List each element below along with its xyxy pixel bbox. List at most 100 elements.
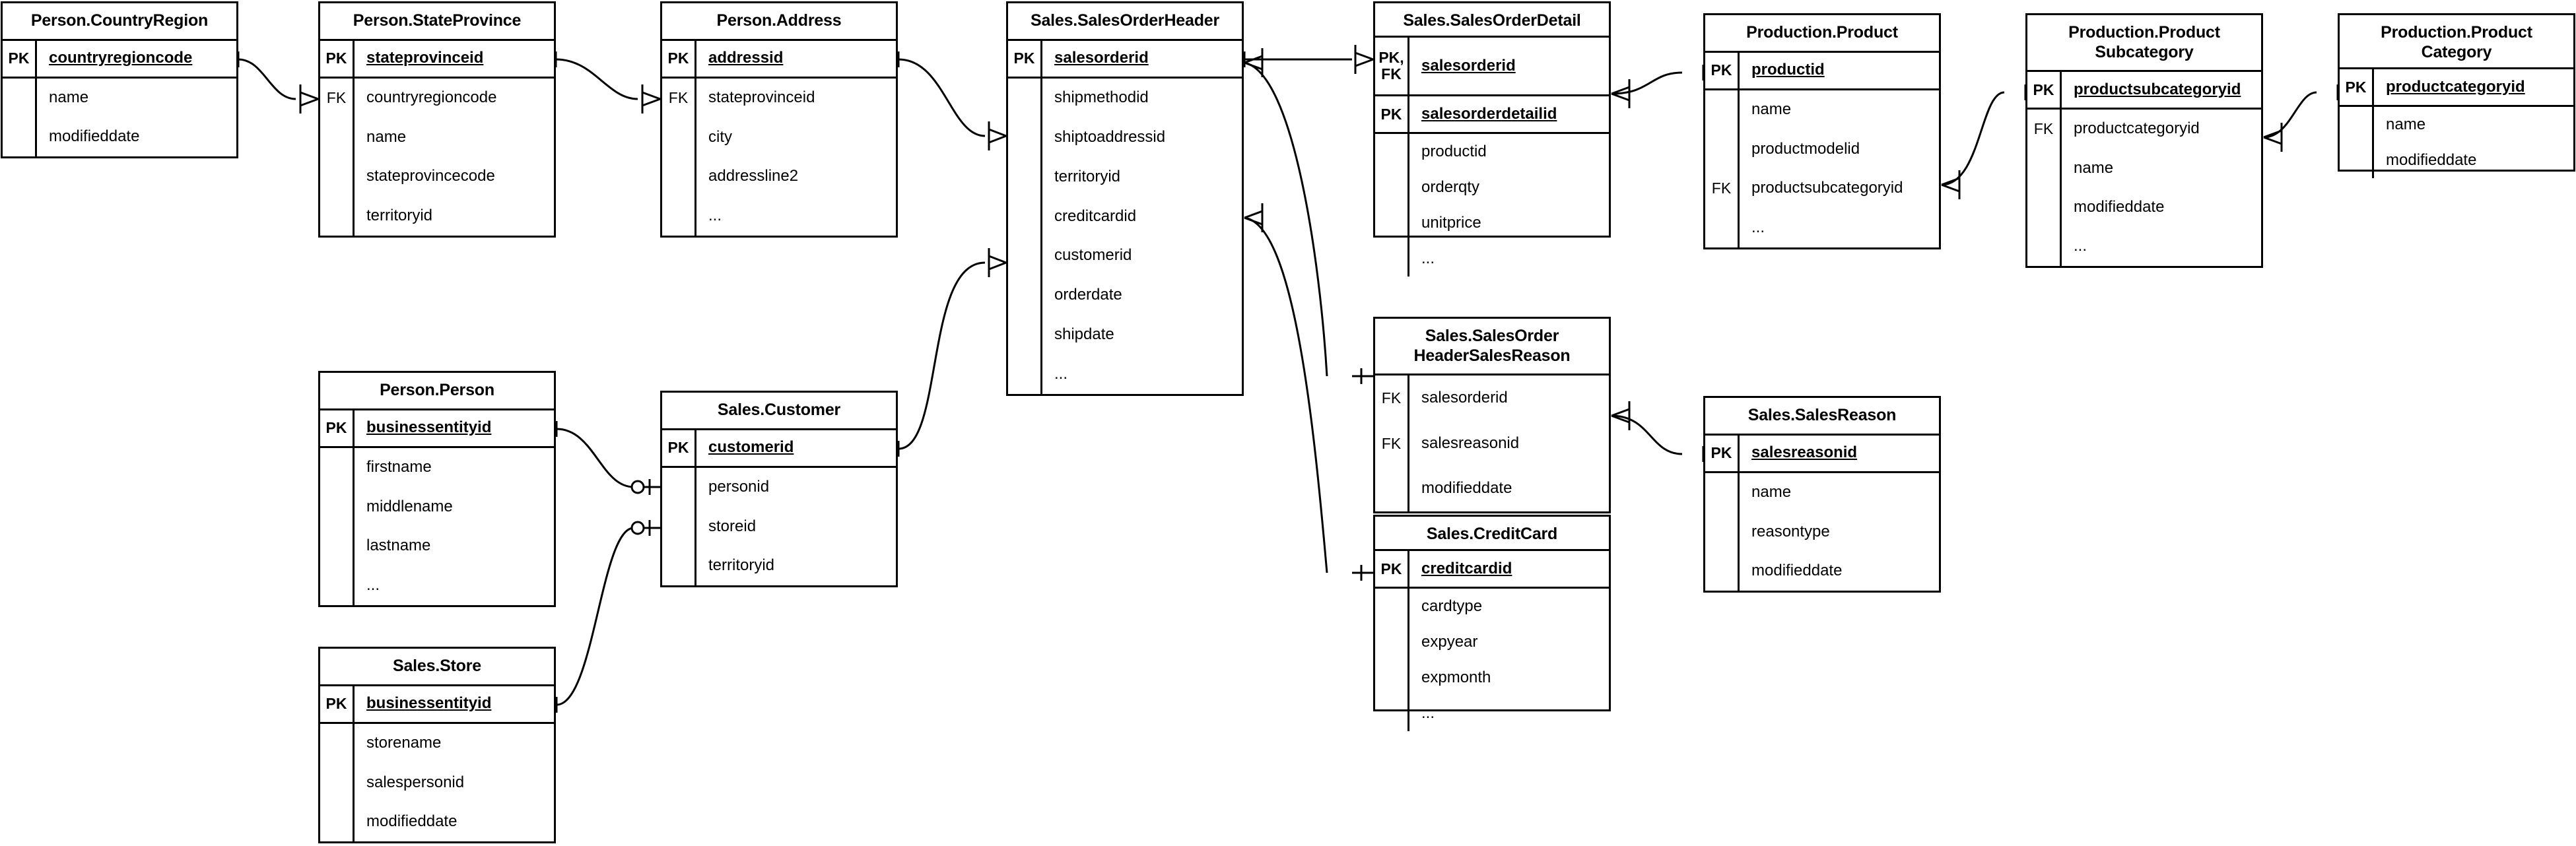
rel-product-productsubcategoryid	[1941, 84, 2027, 199]
key-field-row: PK productcategoryid	[2340, 69, 2573, 105]
attribute-name: name	[1751, 483, 1792, 502]
attribute-name: addressline2	[708, 167, 799, 185]
attribute-row: modifieddate	[1705, 551, 1939, 591]
key-group-state-province: PK stateprovinceid	[320, 40, 554, 79]
attribute-name: name	[2074, 158, 2114, 177]
entity-title-sales-order-detail: Sales.SalesOrderDetail	[1375, 3, 1609, 38]
rel-headersalesreason-salesreason	[1611, 401, 1705, 462]
key-field-name: productcategoryid	[2386, 77, 2525, 96]
key-field-row: PK addressid	[662, 40, 896, 77]
rel-salesorderdetail-product	[1611, 65, 1705, 108]
key-tag: PK	[3, 40, 37, 77]
attribute-name: expyear	[1421, 632, 1478, 651]
attribute-name: ...	[366, 575, 380, 594]
key-field-row: PK stateprovinceid	[320, 40, 554, 77]
attribute-name: modifieddate	[49, 127, 140, 146]
attribute-tag	[1008, 117, 1042, 158]
attribute-row: modifieddate	[320, 802, 554, 841]
key-tag: PK	[320, 40, 355, 77]
attribute-tag	[1375, 696, 1409, 731]
key-tag: PK	[662, 40, 696, 77]
key-field-name: salesorderid	[1054, 49, 1149, 67]
attribute-name: shipmethodid	[1054, 88, 1149, 107]
attribute-tag	[2027, 187, 2062, 227]
attribute-name: stateprovincecode	[366, 167, 495, 185]
attribute-row: storename	[320, 723, 554, 763]
attribute-tag	[320, 447, 355, 488]
attribute-tag	[320, 526, 355, 566]
entity-title-sales-order-header: Sales.SalesOrderHeader	[1008, 3, 1242, 41]
attribute-tag	[1375, 134, 1409, 170]
attribute-row: salespersonid	[320, 763, 554, 802]
key-field-name: stateprovinceid	[366, 49, 484, 67]
attribute-name: name	[1751, 100, 1792, 119]
key-tag: PK	[1375, 551, 1409, 587]
key-tag: PK	[1705, 52, 1740, 88]
entity-title-country-region: Person.CountryRegion	[3, 3, 236, 41]
attribute-name: ...	[1054, 364, 1068, 383]
key-tag: PK	[2340, 69, 2374, 105]
attribute-tag	[320, 802, 355, 841]
attribute-name: middlename	[366, 497, 453, 515]
attribute-row: modifieddate	[1375, 466, 1609, 512]
attribute-tag: FK	[2027, 110, 2062, 149]
attribute-name: territoryid	[708, 556, 775, 575]
attribute-tag	[1375, 241, 1409, 277]
attribute-tag	[320, 117, 355, 157]
attribute-tag	[320, 763, 355, 802]
attribute-tag	[1705, 472, 1740, 512]
attribute-name: modifieddate	[1421, 479, 1512, 498]
key-field-name: customerid	[708, 438, 794, 457]
attribute-tag	[1008, 78, 1042, 118]
attribute-tag	[1008, 236, 1042, 276]
attribute-tag	[2027, 226, 2062, 266]
attribute-name: lastname	[366, 537, 431, 555]
attribute-name: territoryid	[366, 206, 433, 224]
attribute-tag: FK	[662, 78, 696, 118]
attribute-name: productsubcategoryid	[1751, 179, 1903, 197]
attribute-row: shipdate	[1008, 315, 1242, 355]
attribute-row: ...	[320, 566, 554, 605]
attribute-name: storename	[366, 734, 442, 752]
key-tag: PK	[2027, 72, 2062, 108]
attribute-name: productcategoryid	[2074, 119, 2200, 138]
attribute-name: salesorderid	[1421, 389, 1508, 407]
key-tag: PK	[1008, 40, 1042, 77]
key-field-name: addressid	[708, 49, 784, 67]
attribute-row: orderdate	[1008, 275, 1242, 315]
attribute-tag	[1705, 208, 1740, 247]
rel-salesorderheader-creditcard	[1244, 203, 1373, 581]
attribute-row: customerid	[1008, 236, 1242, 276]
attribute-name: name	[366, 127, 407, 146]
attribute-row: expyear	[1375, 624, 1609, 660]
attribute-row: lastname	[320, 526, 554, 566]
entity-title-product-subcategory: Production.Product Subcategory	[2027, 15, 2261, 72]
